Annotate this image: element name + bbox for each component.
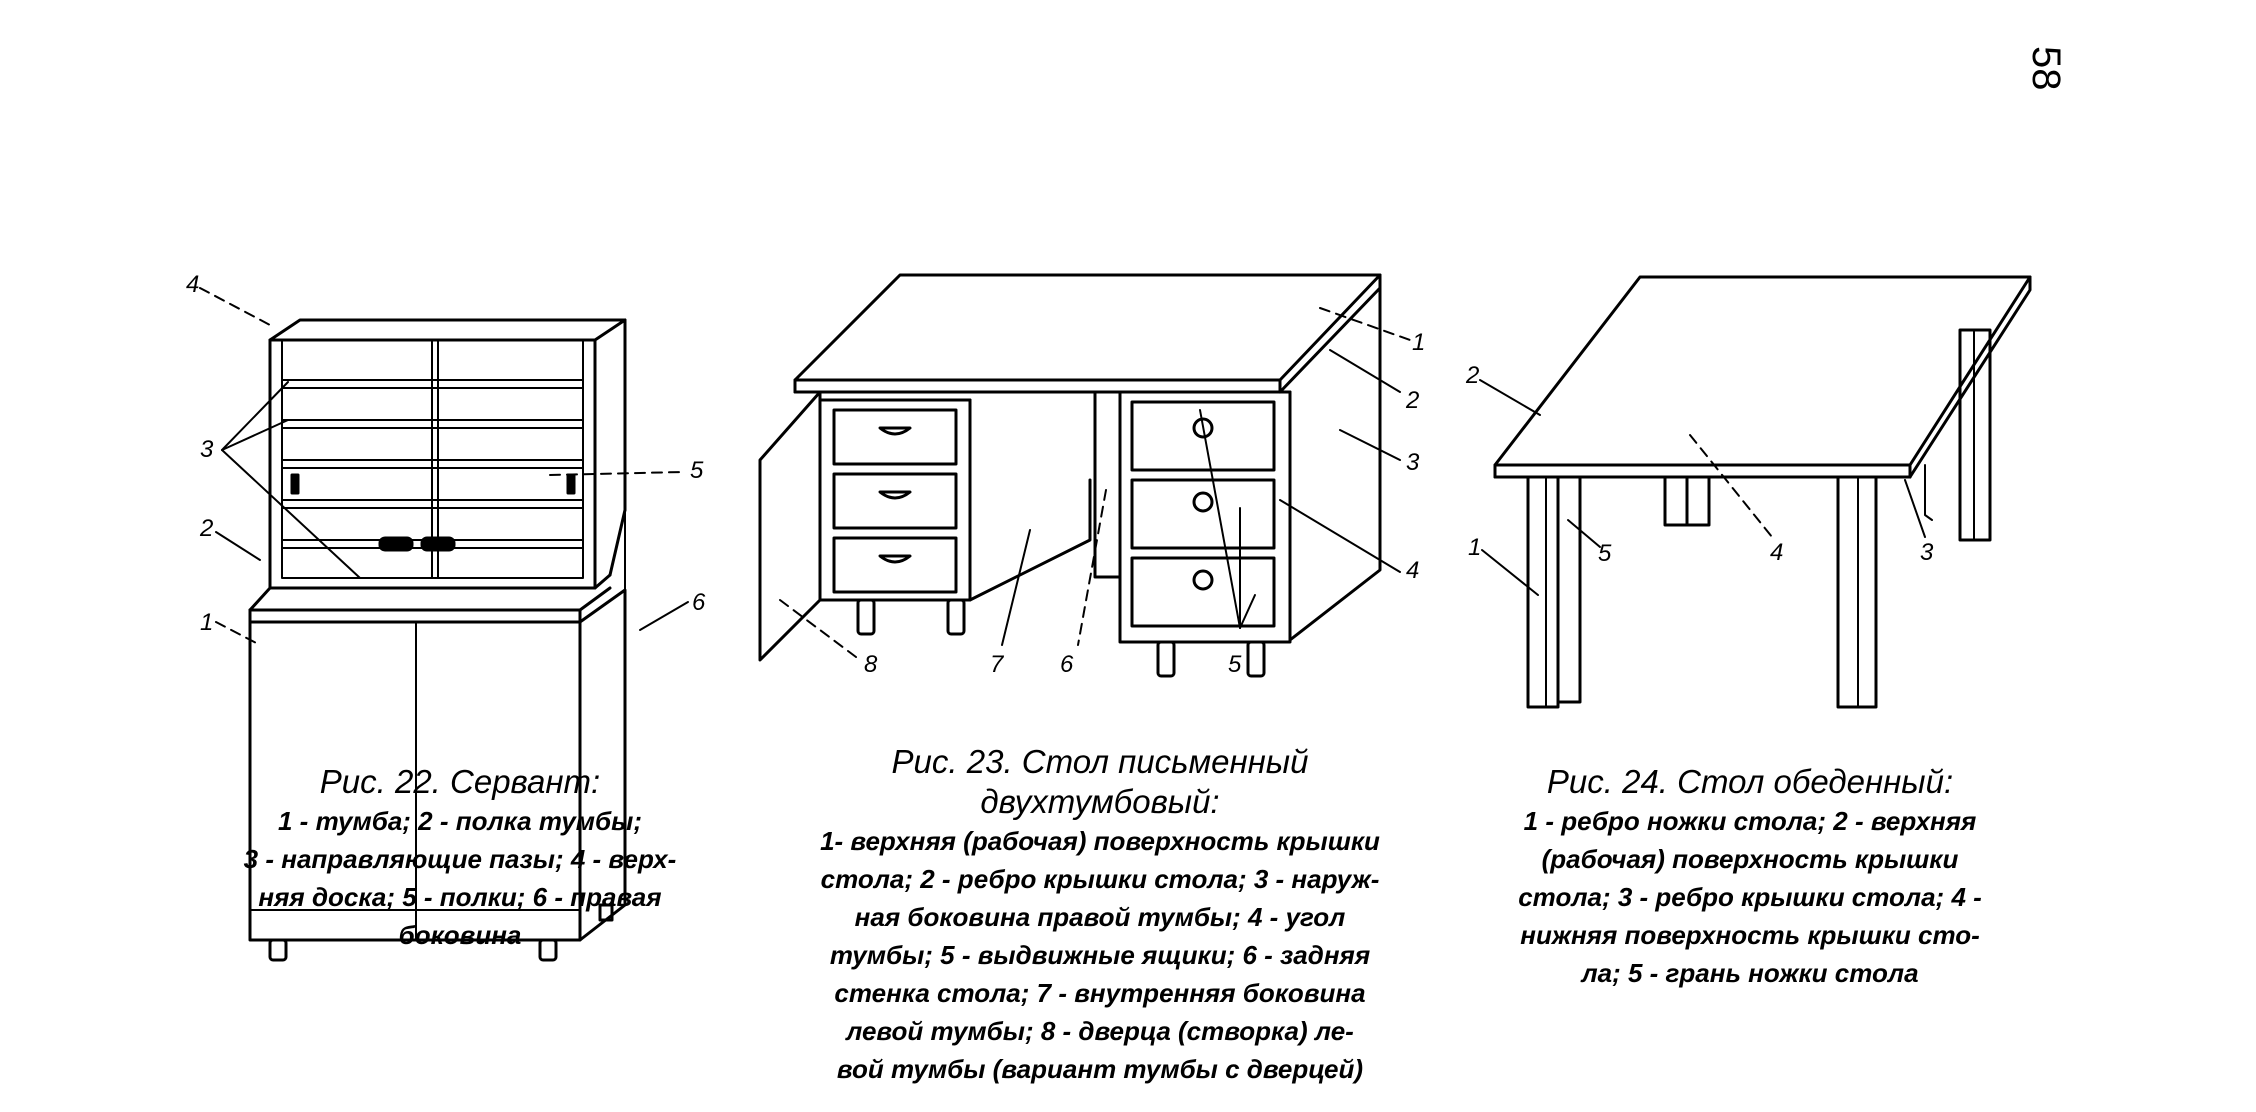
callout-2: 2 bbox=[199, 515, 213, 542]
callout-5: 5 bbox=[1598, 540, 1612, 567]
callout-6: 6 bbox=[1060, 651, 1074, 678]
figure-23-legend: 1- верхняя (рабочая) поверхность крышки … bbox=[820, 826, 1380, 1084]
figure-24-dining-table: 2 1 5 4 3 bbox=[1465, 275, 2032, 709]
callout-7: 7 bbox=[990, 651, 1005, 678]
callout-2: 2 bbox=[1405, 387, 1419, 414]
callout-3: 3 bbox=[200, 436, 214, 463]
caption-figure-22: Рис. 22. Сервант: 1 - тумба; 2 - полка т… bbox=[180, 762, 740, 954]
callout-1: 1 bbox=[1468, 534, 1481, 561]
callout-6: 6 bbox=[692, 589, 706, 616]
figure-23-title: Рис. 23. Стол письменный двухтумбовый: bbox=[891, 743, 1309, 820]
figure-24-legend: 1 - ребро ножки стола; 2 - верхняя (рабо… bbox=[1518, 806, 1982, 988]
callout-3: 3 bbox=[1406, 449, 1420, 476]
figure-22-sideboard: 4 3 2 1 5 6 bbox=[186, 271, 706, 962]
figure-24-title: Рис. 24. Стол обеденный: bbox=[1546, 763, 1954, 800]
callout-1: 1 bbox=[1412, 329, 1425, 356]
callout-4: 4 bbox=[1406, 557, 1419, 584]
caption-figure-24: Рис. 24. Стол обеденный: 1 - ребро ножки… bbox=[1460, 762, 2040, 992]
callout-3: 3 bbox=[1920, 539, 1934, 566]
callout-5: 5 bbox=[1228, 651, 1242, 678]
callout-4: 4 bbox=[1770, 539, 1783, 566]
callout-2: 2 bbox=[1465, 362, 1479, 389]
figure-22-title: Рис. 22. Сервант: bbox=[319, 763, 601, 800]
callout-4: 4 bbox=[186, 271, 199, 298]
page-number: 58 bbox=[2024, 46, 2068, 91]
figure-22-legend: 1 - тумба; 2 - полка тумбы; 3 - направля… bbox=[243, 806, 677, 950]
callout-1: 1 bbox=[200, 609, 213, 636]
callout-8: 8 bbox=[864, 651, 878, 678]
figure-23-writing-desk: 1 2 3 4 5 6 7 8 bbox=[758, 273, 1425, 678]
caption-figure-23: Рис. 23. Стол письменный двухтумбовый: 1… bbox=[760, 742, 1440, 1088]
callout-5: 5 bbox=[690, 457, 704, 484]
